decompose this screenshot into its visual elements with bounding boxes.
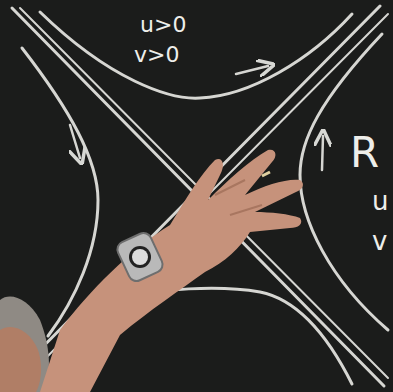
flow-arrow <box>322 136 323 170</box>
hyperbola-curve <box>22 48 98 336</box>
flow-arrow <box>236 66 268 74</box>
coordinate-condition: u>0 <box>140 14 186 36</box>
hyperbola-curve <box>300 34 388 330</box>
lecturer-head <box>0 297 49 392</box>
coordinate-condition: v>0 <box>134 44 179 66</box>
hyperbola-curve <box>40 12 352 98</box>
flow-arrow <box>70 125 80 158</box>
region-label: R <box>350 132 379 174</box>
coordinate-label: u <box>372 188 388 214</box>
lecturer-hand <box>40 150 303 392</box>
coordinate-label: v <box>372 228 387 254</box>
